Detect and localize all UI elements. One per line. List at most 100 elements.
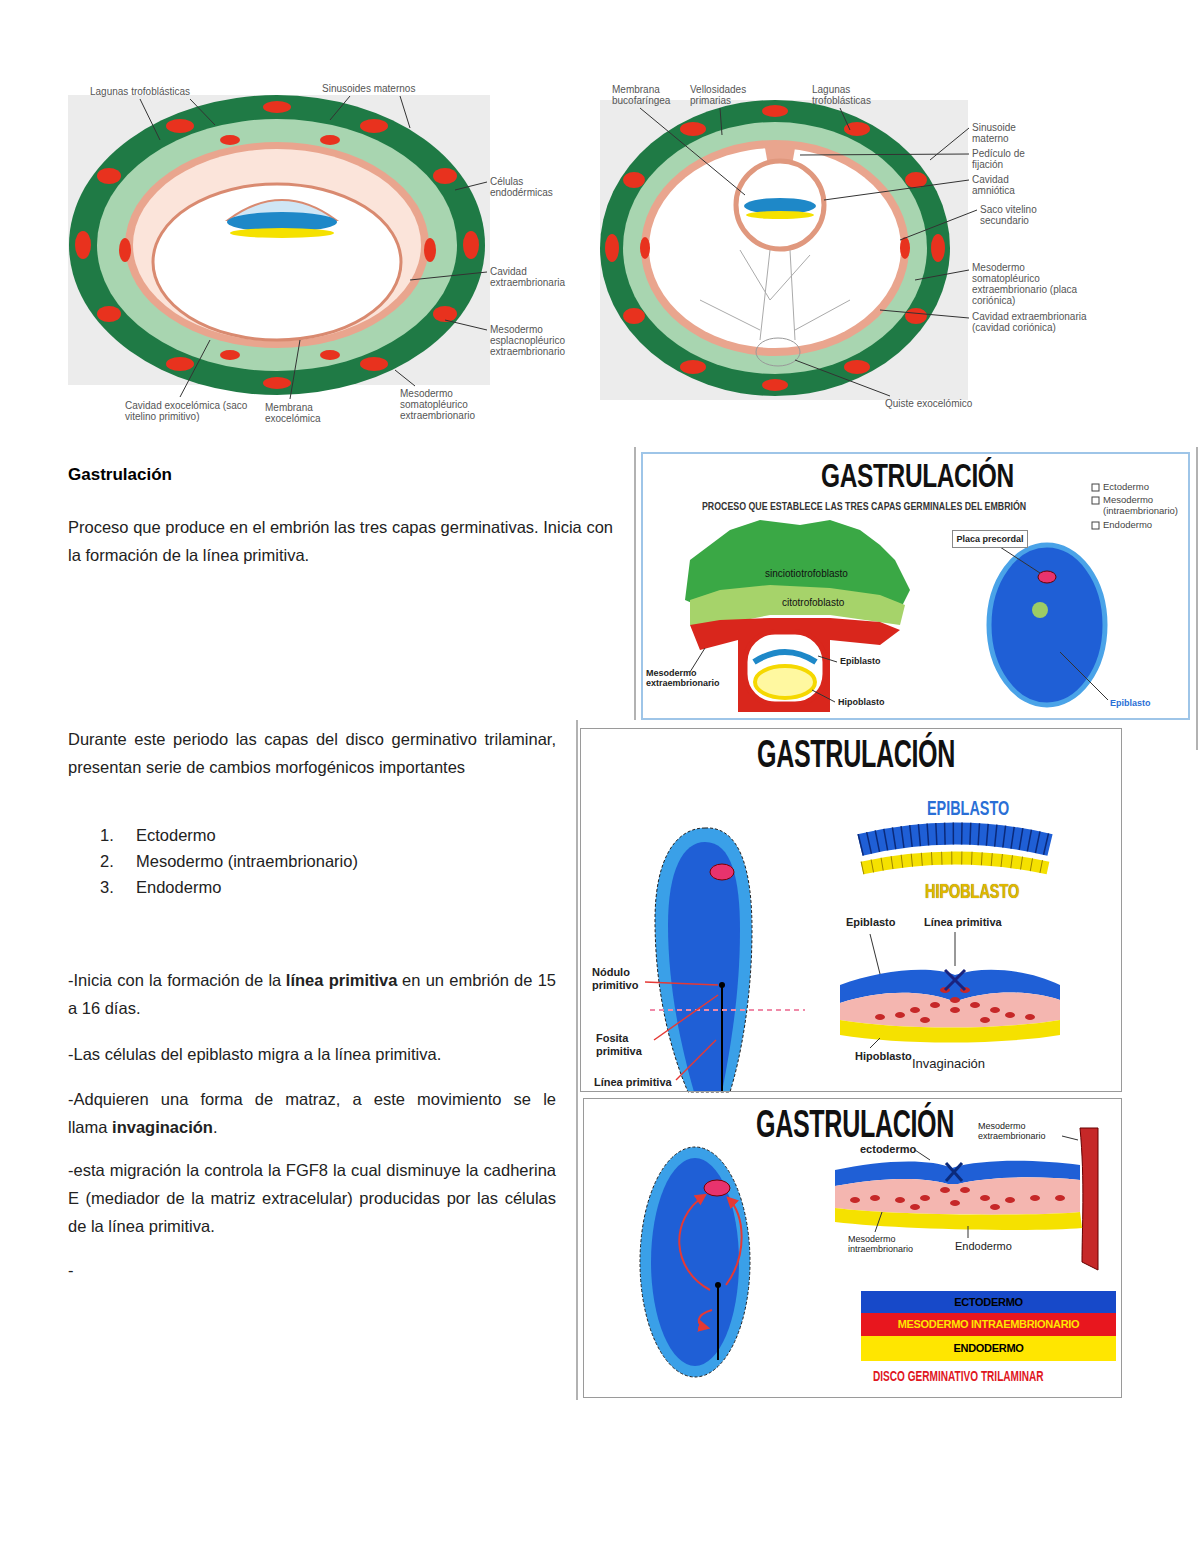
structure-label: Epiblasto (840, 656, 881, 666)
leader-line (720, 108, 722, 135)
trilaminar-disc-figure (960, 1187, 970, 1193)
callout-label: Saco vitelino secundario (980, 204, 1042, 226)
bold-term: invaginación (112, 1118, 213, 1136)
trilaminar-disc-figure (715, 1282, 721, 1288)
trilaminar-disc-figure (651, 1158, 739, 1366)
trilaminar-disc-figure (679, 1195, 741, 1328)
embryonic-disc-figure (945, 970, 965, 990)
implantation-figure (433, 168, 457, 184)
callout-label: Vellosidades primarias (690, 84, 762, 106)
implantation-figure (600, 100, 950, 396)
callout-label: Membrana bucofaríngea (612, 84, 682, 106)
trilaminar-disc-figure (875, 1212, 882, 1232)
implantation-figure (640, 237, 650, 259)
trilaminar-disc-figure (717, 1285, 719, 1360)
embryonic-disc-figure (645, 982, 718, 1080)
list-item: Ectodermo (136, 821, 216, 849)
embryonic-disc-figure (860, 834, 1050, 846)
structure-label: citotrofoblasto (782, 597, 844, 608)
list-number: 3. (100, 873, 114, 901)
structure-label: Línea primitiva (924, 916, 1002, 929)
trophoblast-figure (818, 656, 837, 662)
structure-label: Hipoblasto (838, 697, 885, 707)
embryonic-disc-figure (645, 828, 1060, 1092)
implantation-figure (119, 238, 131, 262)
structure-label: Mesodermo extraembrionario (978, 1121, 1066, 1141)
embryonic-disc-figure (668, 842, 740, 1092)
text-run: -Inicia con la formación de la (68, 971, 281, 989)
panel-subtitle: PROCESO QUE ESTABLECE LAS TRES CAPAS GER… (702, 501, 1026, 512)
germ-layer-band: ECTODERMO (861, 1291, 1116, 1313)
panel-title: GASTRULACIÓN (756, 1103, 954, 1146)
trophoblast-figure (1092, 484, 1099, 529)
trophoblast-figure (989, 545, 1105, 705)
frame-line (634, 447, 636, 720)
structure-label: Hipoblasto (855, 1050, 912, 1063)
implantation-figure (740, 250, 810, 300)
embryonic-disc-figure (860, 834, 1050, 846)
structure-label: Mesodermo intraembrionario (848, 1234, 938, 1254)
trilaminar-disc-figure (704, 1180, 730, 1196)
structure-label: Línea primitiva (594, 1076, 672, 1089)
trilaminar-disc-figure (1062, 1136, 1078, 1140)
implantation-figure (424, 238, 436, 262)
embryonic-disc-figure (870, 932, 955, 1048)
structure-label: Epiblasto (1110, 698, 1151, 708)
implantation-figure (153, 184, 401, 340)
trophoblast-figure (1032, 602, 1048, 618)
figure-panel: GASTRULACIÓNPROCESO QUE ESTABLECE LAS TR… (641, 452, 1190, 720)
leader-line (930, 128, 969, 160)
implantation-figure (320, 350, 340, 360)
embryonic-disc-figure (862, 858, 1048, 868)
germ-layer-band: MESODERMO INTRAEMBRIONARIO (861, 1313, 1116, 1336)
implantation-figure (762, 379, 788, 391)
leader-line (840, 108, 850, 130)
leader-line (445, 320, 487, 330)
band-label: ENDODERMO (953, 1342, 1023, 1355)
implantation-figure (125, 142, 429, 348)
leader-line (190, 99, 215, 125)
callout-label: Mesodermo somatopléurico extraembrionari… (972, 262, 1087, 306)
embryonic-disc-figure (875, 987, 1035, 1023)
implantation-figure (600, 100, 968, 400)
embryonic-disc-figure (945, 970, 965, 990)
trilaminar-disc-figure (940, 1187, 950, 1193)
trilaminar-disc-figure (679, 1195, 710, 1290)
implantation-figure (790, 250, 795, 340)
structure-label: Nódulo primitivo (592, 966, 654, 992)
leader-line (140, 96, 977, 399)
label-box: Placa precordal (952, 530, 1028, 548)
frame-line (577, 447, 1197, 1400)
embryonic-disc-figure (655, 828, 752, 1092)
implantation-figure (166, 119, 194, 133)
implantation-figure (623, 172, 645, 188)
implantation-figure (360, 119, 388, 133)
leader-line (290, 340, 300, 399)
implantation-figure (97, 306, 121, 322)
implantation-figure (760, 250, 770, 340)
trilaminar-disc-figure (850, 1187, 1065, 1210)
implantation-figure (230, 228, 334, 238)
trophoblast-figure (1000, 547, 1040, 573)
implantation-figure (844, 122, 870, 136)
implantation-figure (623, 308, 645, 324)
trilaminar-disc-figure (990, 1204, 1000, 1210)
implantation-figure (756, 338, 800, 366)
embryonic-disc-figure (840, 1020, 1060, 1043)
embryonic-disc-figure (945, 970, 965, 990)
embryonic-disc-figure (840, 993, 1060, 1028)
trilaminar-disc-figure (870, 1195, 880, 1201)
paragraph: -esta migración la controla la FGF8 la c… (68, 1156, 556, 1240)
trophoblast-figure (1060, 652, 1108, 700)
page-heading: Gastrulación (68, 465, 172, 485)
structure-label: Mesodermo extraembrionario (646, 668, 738, 688)
implantation-figure (75, 101, 479, 389)
embryonic-disc-figure (719, 982, 725, 988)
callout-label: Cavidad exocelómica (saco vitelino primi… (125, 400, 255, 422)
embryonic-disc-figure (950, 997, 960, 1003)
implantation-figure (680, 360, 706, 374)
embryonic-disc-figure (990, 1007, 1000, 1013)
paragraph: Durante este periodo las capas del disco… (68, 725, 556, 781)
layer-title: EPIBLASTO (927, 797, 1009, 820)
trilaminar-disc-figure (835, 1208, 1082, 1230)
